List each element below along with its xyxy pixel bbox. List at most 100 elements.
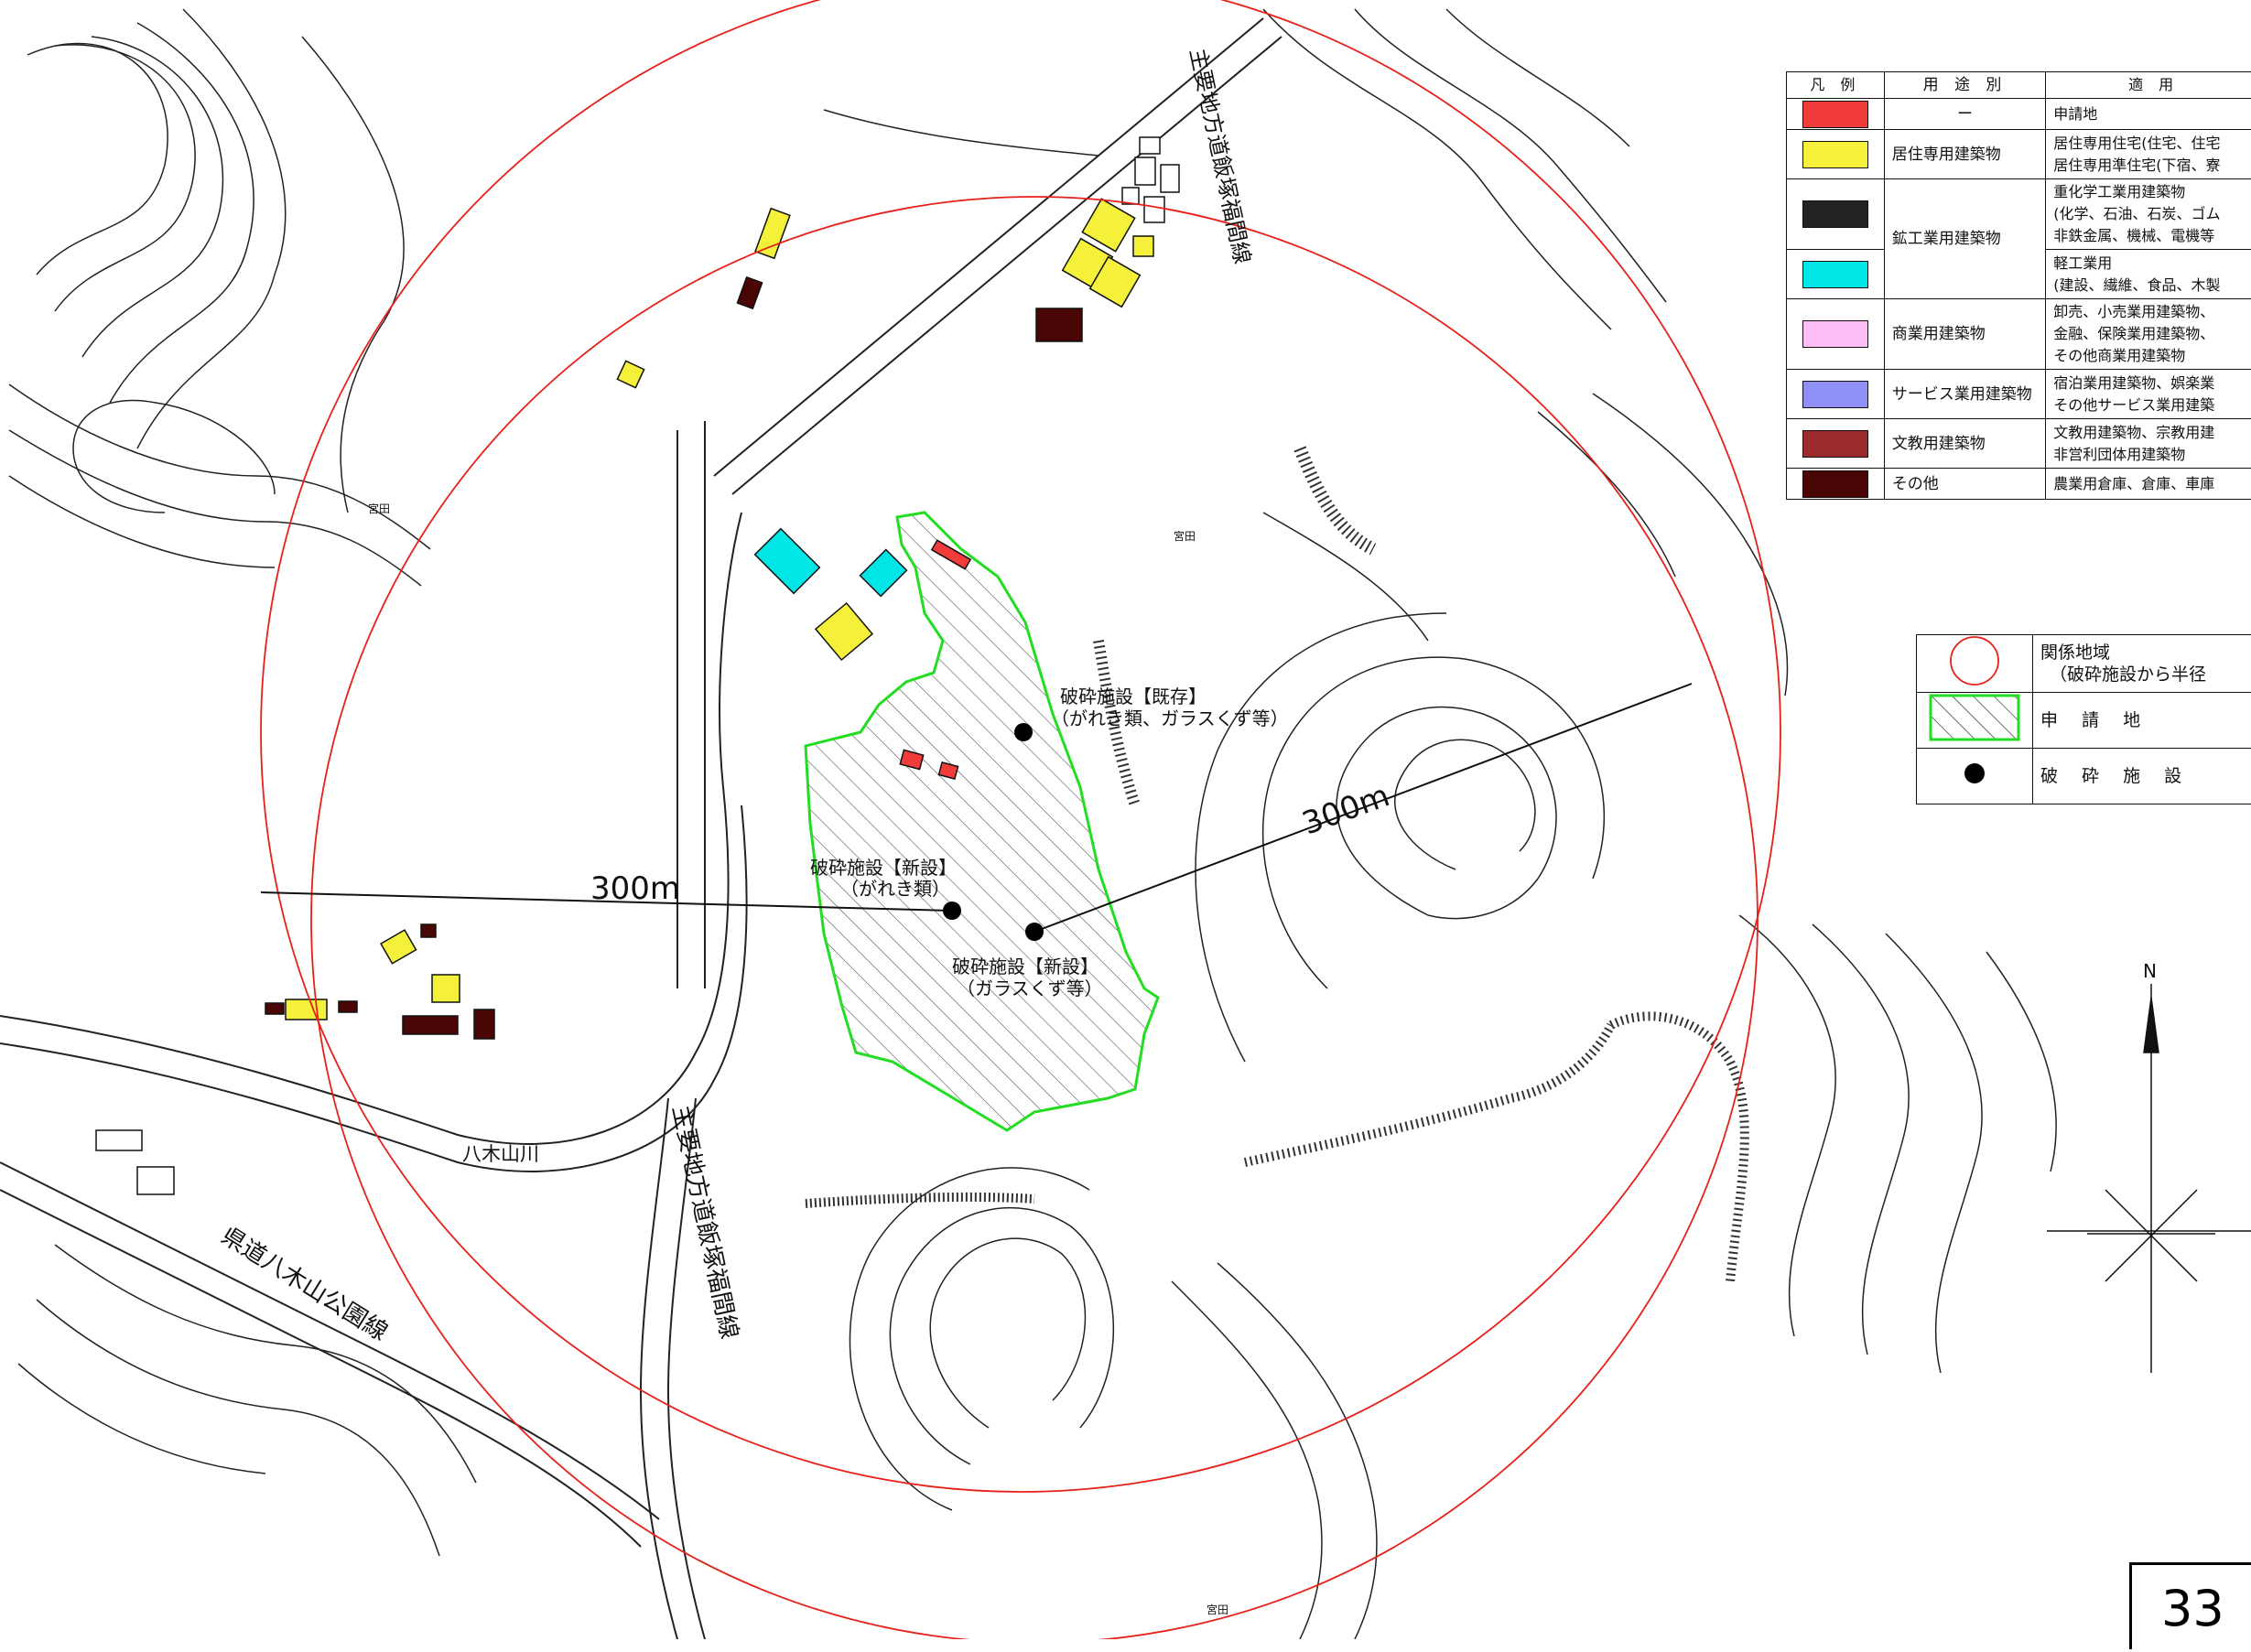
road-main-lower-label: 主要地方道飯塚福間線: [666, 1103, 742, 1342]
building-outline: [1140, 137, 1160, 154]
legend-description-line: 宿泊業用建築物、娯楽業: [2053, 373, 2251, 394]
legend-description: 申請地: [2046, 99, 2251, 130]
legend-color-swatch: [1802, 200, 1868, 228]
legend-body: ー申請地居住専用建築物居住専用住宅(住宅、住宅居住専用準住宅(下宿、寮鉱工業用建…: [1787, 99, 2251, 500]
legend-row: サービス業用建築物宿泊業用建築物、娯楽業その他サービス業用建築: [1787, 370, 2251, 419]
legend-swatch-cell: [1787, 130, 1885, 179]
legend-description-line: (化学、石油、石炭、ゴム: [2053, 203, 2251, 225]
building-outline: [96, 1130, 142, 1150]
building-outline: [1135, 157, 1155, 185]
legend-row: 鉱工業用建築物重化学工業用建築物(化学、石油、石炭、ゴム非鉄金属、機械、電機等: [1787, 179, 2251, 250]
radius-label-left: 300m: [590, 870, 680, 907]
building-residential: [381, 930, 416, 964]
north-arrow-icon: [2047, 984, 2251, 1373]
radius-label-right: 300m: [1297, 777, 1394, 842]
legend-category: ー: [1884, 99, 2045, 130]
legend-color-swatch: [1802, 430, 1868, 458]
legend-row: その他農業用倉庫、倉庫、車庫: [1787, 469, 2251, 500]
legend-color-swatch: [1802, 381, 1868, 408]
legend-description-line: 申請地: [2053, 103, 2251, 125]
building-other: [265, 1003, 284, 1014]
legend2-row-facility: 破 砕 施 設: [1917, 749, 2251, 804]
legend-description-line: その他商業用建築物: [2053, 345, 2251, 367]
building-outline: [1144, 197, 1164, 222]
facility-new1-title: 破砕施設【新設】: [810, 857, 957, 879]
legend-description-line: 文教用建築物、宗教用建: [2053, 422, 2251, 444]
legend-swatch-cell: [1787, 299, 1885, 370]
legend-description: 卸売、小売業用建築物、金融、保険業用建築物、その他商業用建築物: [2046, 299, 2251, 370]
symbol-legend: 関係地域 （破砕施設から半径 申 請 地 破 砕 施 設: [1916, 634, 2251, 804]
legend-category: 鉱工業用建築物: [1884, 179, 2045, 299]
page-number: 33: [2129, 1562, 2251, 1649]
legend-description: 宿泊業用建築物、娯楽業その他サービス業用建築: [2046, 370, 2251, 419]
building-other: [474, 1010, 494, 1039]
crusher-new2-dot: [1025, 923, 1044, 941]
legend-header-apply: 適 用: [2046, 72, 2251, 99]
facility-new2-title: 破砕施設【新設】: [952, 956, 1098, 977]
legend-header-use: 用 途 別: [1884, 72, 2045, 99]
legend-category: 居住専用建築物: [1884, 130, 2045, 179]
legend2-site-label: 申 請 地: [2033, 693, 2251, 749]
crusher-existing-dot: [1014, 723, 1033, 741]
legend-description-line: 非鉄金属、機械、電機等: [2053, 225, 2251, 247]
facility-new2-detail: （ガラスくず等）: [957, 977, 1103, 999]
place-label: 宮田: [368, 502, 390, 515]
red-circle-icon: [1945, 635, 2004, 686]
building-other: [1036, 308, 1082, 341]
legend2-site-cell: [1917, 693, 2033, 749]
legend-description-line: 居住専用住宅(住宅、住宅: [2053, 133, 2251, 155]
legend-description-line: 卸売、小売業用建築物、: [2053, 301, 2251, 323]
legend-description-line: (建設、繊維、食品、木製: [2053, 275, 2251, 297]
legend2-area-text: 関係地域 （破砕施設から半径: [2033, 635, 2251, 693]
building-other: [403, 1016, 458, 1034]
legend2-circle-cell: [1917, 635, 2033, 693]
building-light-industry: [755, 529, 820, 594]
building-residential: [286, 999, 327, 1020]
building-use-legend: 凡 例 用 途 別 適 用 ー申請地居住専用建築物居住専用住宅(住宅、住宅居住専…: [1786, 71, 2251, 500]
legend-description-line: 居住専用準住宅(下宿、寮: [2053, 155, 2251, 177]
road-main-upper-label: 主要地方道飯塚福間線: [1185, 46, 1255, 266]
legend-header-symbol: 凡 例: [1787, 72, 1885, 99]
facility-existing-title: 破砕施設【既存】: [1060, 686, 1207, 707]
building-residential: [432, 975, 460, 1002]
legend-category: サービス業用建築物: [1884, 370, 2045, 419]
river-label: 八木山川: [462, 1143, 539, 1165]
legend-color-swatch: [1802, 470, 1868, 498]
building-other: [421, 924, 436, 937]
legend-description-line: その他サービス業用建築: [2053, 394, 2251, 416]
building-residential: [816, 603, 872, 660]
legend-color-swatch: [1802, 320, 1868, 348]
facility-new1-detail: （がれき類）: [840, 878, 950, 900]
legend2-area-label: 関係地域: [2040, 642, 2251, 664]
application-site: [806, 513, 1158, 1130]
building-other: [339, 1001, 357, 1012]
legend-row: 居住専用建築物居住専用住宅(住宅、住宅居住専用準住宅(下宿、寮: [1787, 130, 2251, 179]
legend-swatch-cell: [1787, 179, 1885, 250]
building-other: [737, 277, 762, 308]
legend-header-row: 凡 例 用 途 別 適 用: [1787, 72, 2251, 99]
legend2-area-note: （破砕施設から半径: [2040, 664, 2251, 686]
legend-color-swatch: [1802, 101, 1868, 128]
building-residential: [1133, 236, 1153, 256]
legend-color-swatch: [1802, 141, 1868, 168]
building-outline: [1161, 165, 1179, 192]
legend2-dot-cell: [1917, 749, 2033, 804]
legend-description: 軽工業用(建設、繊維、食品、木製: [2046, 250, 2251, 299]
legend-description: 居住専用住宅(住宅、住宅居住専用準住宅(下宿、寮: [2046, 130, 2251, 179]
legend2-row-site: 申 請 地: [1917, 693, 2251, 749]
legend-description-line: 金融、保険業用建築物、: [2053, 323, 2251, 345]
legend-color-swatch: [1802, 261, 1868, 288]
legend-description: 農業用倉庫、倉庫、車庫: [2046, 469, 2251, 500]
place-label: 宮田: [1174, 529, 1196, 543]
legend-description-line: 軽工業用: [2053, 253, 2251, 275]
north-label: N: [2143, 960, 2157, 982]
building-outline: [137, 1167, 174, 1194]
legend-swatch-cell: [1787, 469, 1885, 500]
legend2-row-area: 関係地域 （破砕施設から半径: [1917, 635, 2251, 693]
crusher-new1-dot: [943, 902, 961, 920]
legend-description-line: 重化学工業用建築物: [2053, 181, 2251, 203]
building-residential: [617, 361, 644, 387]
legend-category: その他: [1884, 469, 2045, 500]
building-light-industry: [860, 550, 907, 597]
legend-description: 文教用建築物、宗教用建非営利団体用建築物: [2046, 419, 2251, 469]
